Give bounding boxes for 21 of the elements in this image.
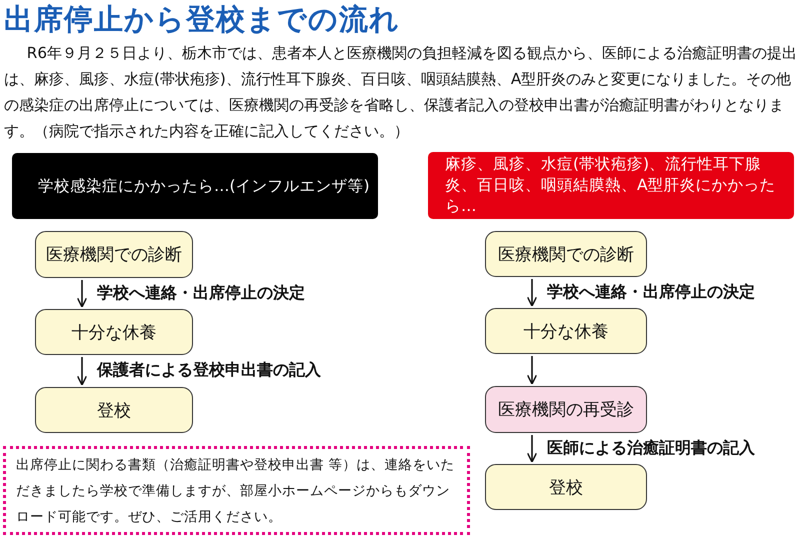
arrow: [526, 435, 538, 463]
note-box: 出席停止に関わる書類（治癒証明書や登校申出書 等）は、連絡をいただきましたら学校で準備しますが、部屋小ホームページからもダウンロード可能です。ぜひ、ご活用ください。: [3, 446, 470, 535]
step-box: 医療機関での診断: [485, 231, 647, 277]
step-box: 十分な休養: [485, 308, 647, 354]
arrow: [76, 357, 88, 386]
arrow: [526, 356, 538, 385]
category-header: 学校感染症にかかったら…(インフルエンザ等): [12, 153, 378, 219]
category-header: 麻疹、風疹、水痘(帯状疱疹)、流行性耳下腺炎、百日咳、咽頭結膜熱、A型肝炎にかかったら…: [428, 152, 794, 219]
edge-label: 保護者による登校申出書の記入: [97, 360, 321, 381]
arrow: [526, 279, 538, 307]
step-box: 登校: [485, 464, 647, 510]
step-box: 登校: [35, 387, 193, 433]
edge-label: 医師による治癒証明書の記入: [547, 438, 755, 458]
edge-label: 学校へ連絡・出席停止の決定: [547, 282, 755, 302]
arrow: [76, 280, 88, 308]
edge-label: 学校へ連絡・出席停止の決定: [97, 282, 305, 304]
step-box: 十分な休養: [35, 309, 193, 355]
intro-paragraph: R6年９月２５日より、栃木市では、患者本人と医療機関の負担軽減を図る観点から、医師による治癒証明書の提出は、麻疹、風疹、水痘(帯状疱疹)、流行性耳下腺炎、百日咳、咽頭結膜熱、A型肝炎のみと変更になりました。その他の感染症の出席停止については、医療機関の再受診を省略し、保護者記入の登校申出書が治癒証明書がわりとなります。（病院で指示された内容を正確に記入してください。）: [4, 43, 798, 142]
step-box: 医療機関の再受診: [485, 386, 647, 433]
step-box: 医療機関での診断: [35, 231, 193, 278]
page-title: 出席停止から登校までの流れ: [4, 1, 400, 38]
